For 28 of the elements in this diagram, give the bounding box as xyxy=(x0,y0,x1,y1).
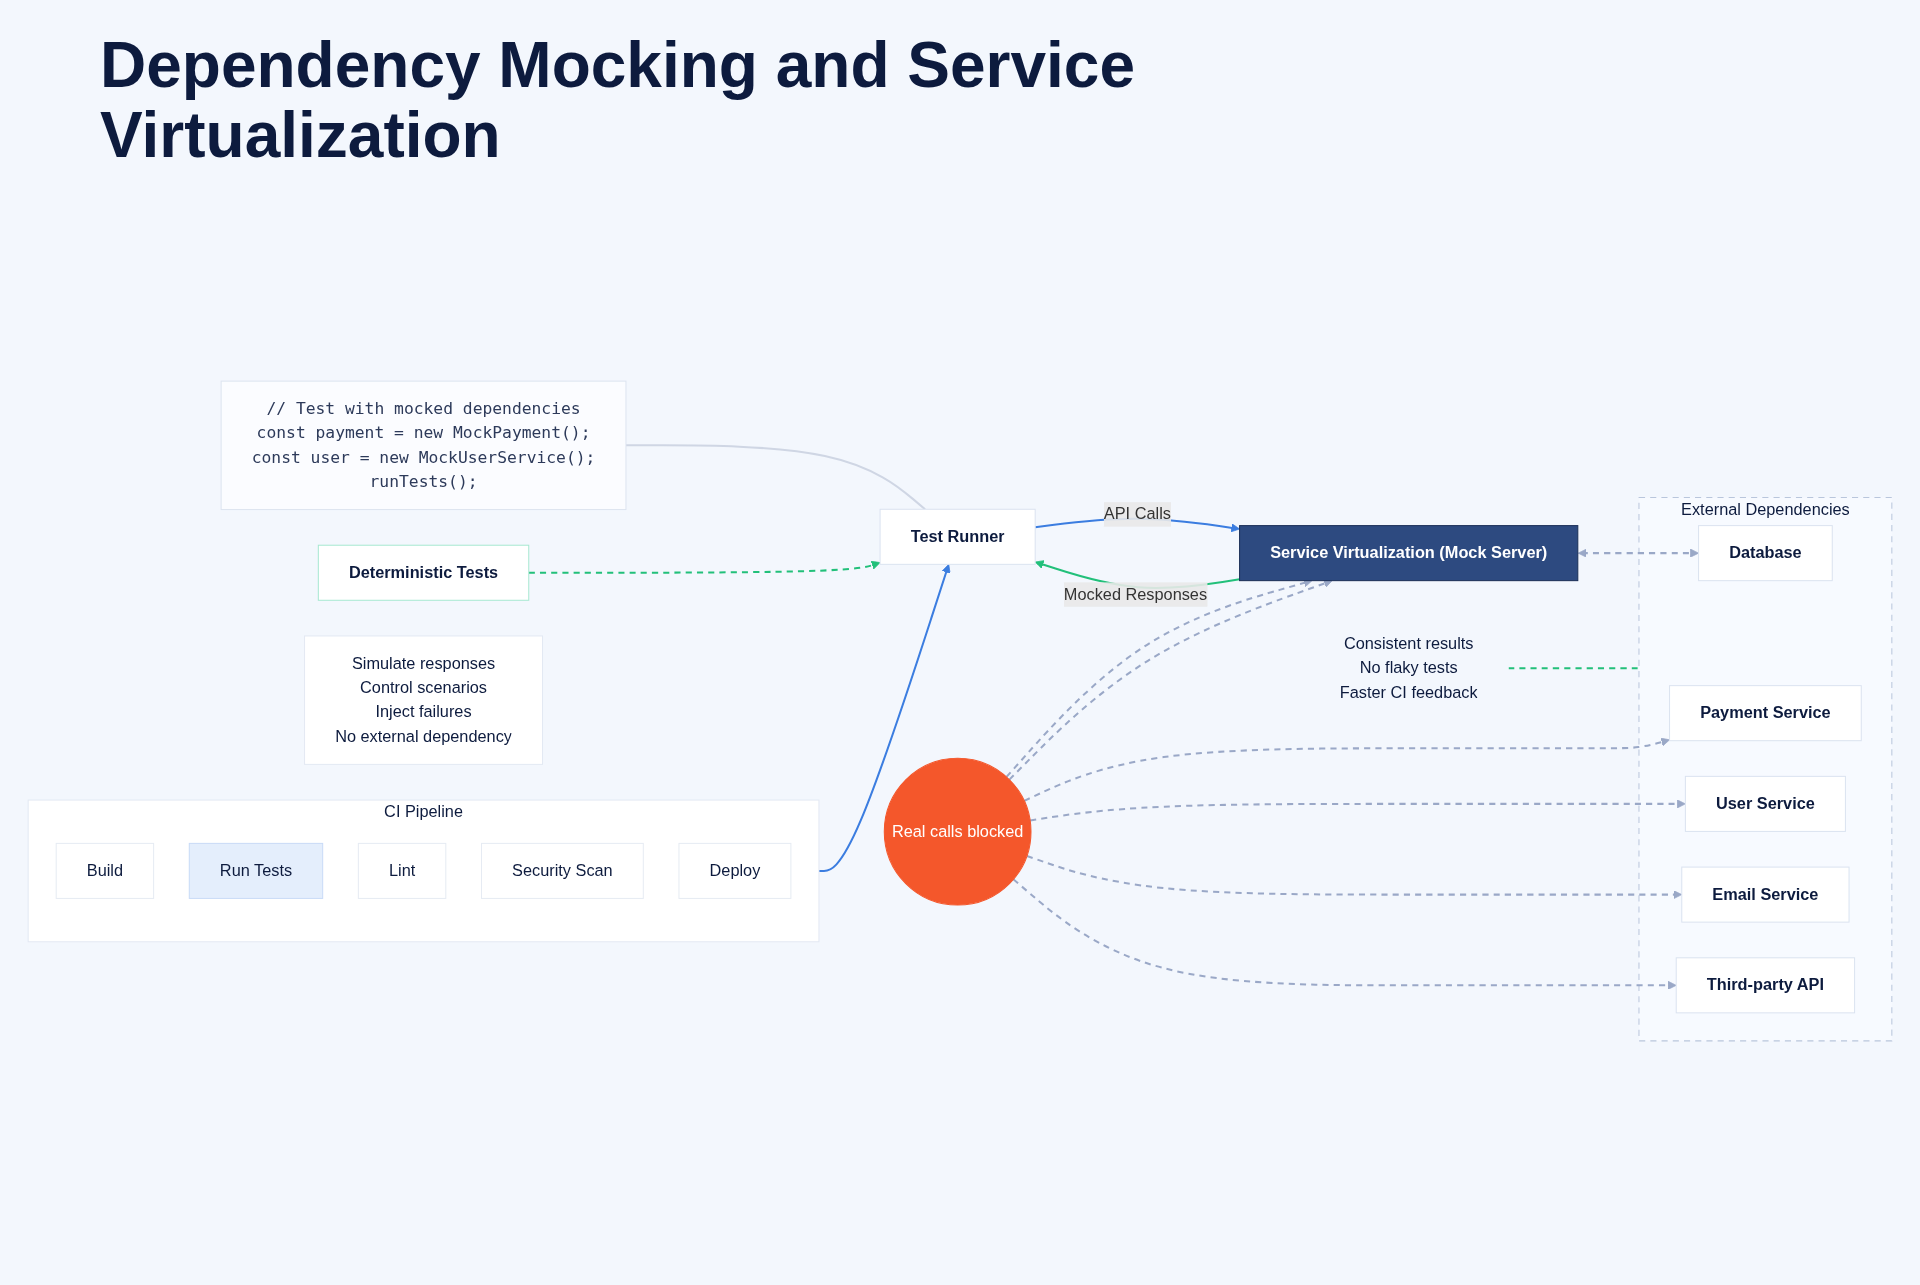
connector xyxy=(625,444,926,510)
node-box: Build xyxy=(55,842,155,899)
node-text: Consistent results No flaky tests Faster CI feedback xyxy=(1339,634,1478,701)
node-box: // Test with mocked dependencies const payment = new MockPayment(); const user = new MockUserService(); runTests(); xyxy=(220,380,627,510)
edge-label: API Calls xyxy=(1103,505,1171,523)
edge-label: Mocked Responses xyxy=(1063,585,1208,603)
title: Dependency Mocking and Service Virtualization xyxy=(100,30,1136,171)
arrow xyxy=(528,560,881,574)
arrow xyxy=(1577,548,1699,558)
node-box: Email Service xyxy=(1681,866,1850,923)
node-box: Lint xyxy=(357,842,447,899)
node-box: User Service xyxy=(1684,775,1846,832)
arrow xyxy=(1012,878,1677,990)
connector xyxy=(1508,667,1639,670)
node-box: Database xyxy=(1698,524,1833,581)
node-box: Third-party API xyxy=(1675,957,1856,1014)
node-box: Run Tests xyxy=(188,842,324,899)
node-box: Deterministic Tests xyxy=(317,544,530,601)
node-box: Simulate responses Control scenarios Inject failures No external dependency xyxy=(304,635,544,765)
node-box: Test Runner xyxy=(879,508,1036,565)
node-circle: Real calls blocked xyxy=(883,757,1032,906)
node-box: Deploy xyxy=(678,842,792,899)
node-box: Payment Service xyxy=(1669,684,1862,741)
arrow xyxy=(1023,737,1670,802)
arrow xyxy=(818,563,951,872)
arrow xyxy=(1030,799,1686,822)
node-box: Security Scan xyxy=(481,842,644,899)
node-box: Service Virtualization (Mock Server) xyxy=(1239,524,1579,581)
